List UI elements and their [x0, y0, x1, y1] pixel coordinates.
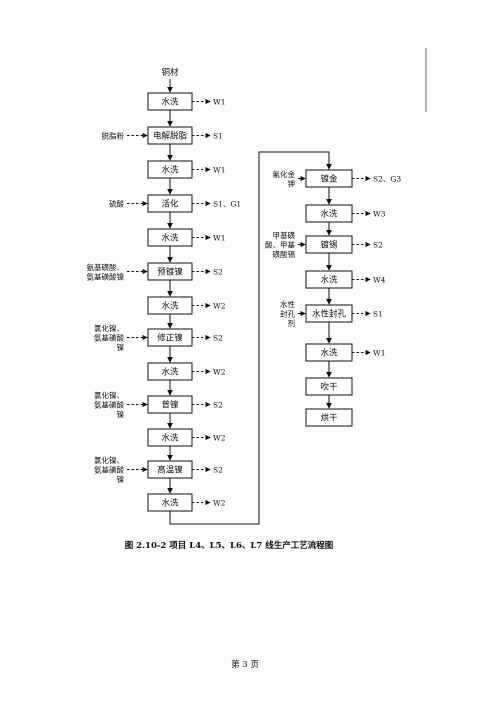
- right_column-step-label: 镀锡: [320, 240, 338, 251]
- output-label: S2、G3: [373, 175, 401, 184]
- output-label: W2: [213, 368, 226, 377]
- output-label: S2: [213, 466, 223, 475]
- output-label: W2: [213, 499, 226, 508]
- right_column-step-label: 镀金: [320, 174, 338, 185]
- input-label: 封孔: [280, 309, 295, 319]
- input-label: 氯化镍、: [94, 455, 124, 465]
- input-label: 酸、甲基: [265, 240, 295, 250]
- right_column-step-label: 水洗: [320, 275, 338, 286]
- output-label: W1: [213, 234, 225, 243]
- left_column-step-label: 修正镍: [157, 333, 183, 344]
- left_column-step-label: 水洗: [161, 498, 179, 509]
- output-label: W2: [213, 434, 226, 443]
- input-label: 镍: [117, 474, 125, 484]
- output-label: W3: [373, 210, 386, 219]
- left_column-step-label: 电解脱脂: [153, 131, 188, 142]
- output-label: W4: [373, 276, 386, 285]
- input-label: 氯化镍、: [94, 390, 124, 400]
- output-label: S2: [213, 401, 223, 410]
- right_column-step-label: 吹干: [320, 382, 338, 393]
- left_column-step-label: 普镍: [161, 400, 179, 411]
- left_column-step-label: 水洗: [161, 433, 179, 444]
- left_column-step-label: 水洗: [161, 165, 179, 176]
- input-label: 镍: [117, 409, 125, 419]
- output-label: S1、G1: [213, 200, 241, 209]
- right_column-step-box: [305, 408, 353, 427]
- start-label: 铜材: [161, 67, 179, 78]
- input-label: 磺酸锡: [273, 249, 296, 259]
- left_column-step-label: 活化: [161, 199, 179, 210]
- output-label: W1: [213, 166, 225, 175]
- column-connector-line: [169, 151, 332, 525]
- left_column-step-label: 水洗: [161, 97, 179, 108]
- input-label: 氨基磺酸: [94, 465, 124, 475]
- input-label: 氯化镍、: [94, 323, 124, 333]
- input-label: 剂: [288, 318, 296, 328]
- input-label: 氰化金: [273, 169, 296, 179]
- output-label: S1: [373, 310, 383, 319]
- left_column-step-label: 水洗: [161, 367, 179, 378]
- input-label: 镍: [117, 342, 125, 352]
- input-label: 脱脂粉: [102, 131, 125, 141]
- input-label: 甲基磺: [273, 230, 296, 240]
- left_column-step-label: 水洗: [161, 233, 179, 244]
- output-label: W2: [213, 302, 226, 311]
- input-label: 氨基磺酸镍: [87, 271, 125, 281]
- output-label: S1: [213, 132, 223, 141]
- right_column-step-label: 水性封孔: [312, 309, 347, 320]
- input-label: 钾: [288, 179, 296, 188]
- left_column-step-label: 高温镍: [157, 465, 183, 476]
- output-label: W1: [373, 349, 385, 358]
- output-label: S2: [213, 334, 223, 343]
- input-label: 水性: [280, 299, 295, 309]
- input-label: 氨基磺酸、: [87, 262, 125, 272]
- right_column-step-label: 水洗: [320, 209, 338, 220]
- right_column-step-label: 水洗: [320, 348, 338, 359]
- input-label: 氨基磺酸: [94, 333, 124, 343]
- output-label: S2: [373, 241, 383, 250]
- right_column-step-label: 烘干: [320, 413, 338, 424]
- input-label: 硫酸: [109, 199, 124, 209]
- page-number: 第 3 页: [231, 659, 259, 670]
- left_column-step-label: 预镀镍: [157, 267, 183, 278]
- output-label: S2: [213, 268, 223, 277]
- input-label: 氨基磺酸: [94, 400, 124, 410]
- figure-caption: 图 2.10-2 项目 L4、L5、L6、L7 线生产工艺流程图: [125, 540, 334, 551]
- output-label: W1: [213, 98, 225, 107]
- left_column-step-label: 水洗: [161, 301, 179, 312]
